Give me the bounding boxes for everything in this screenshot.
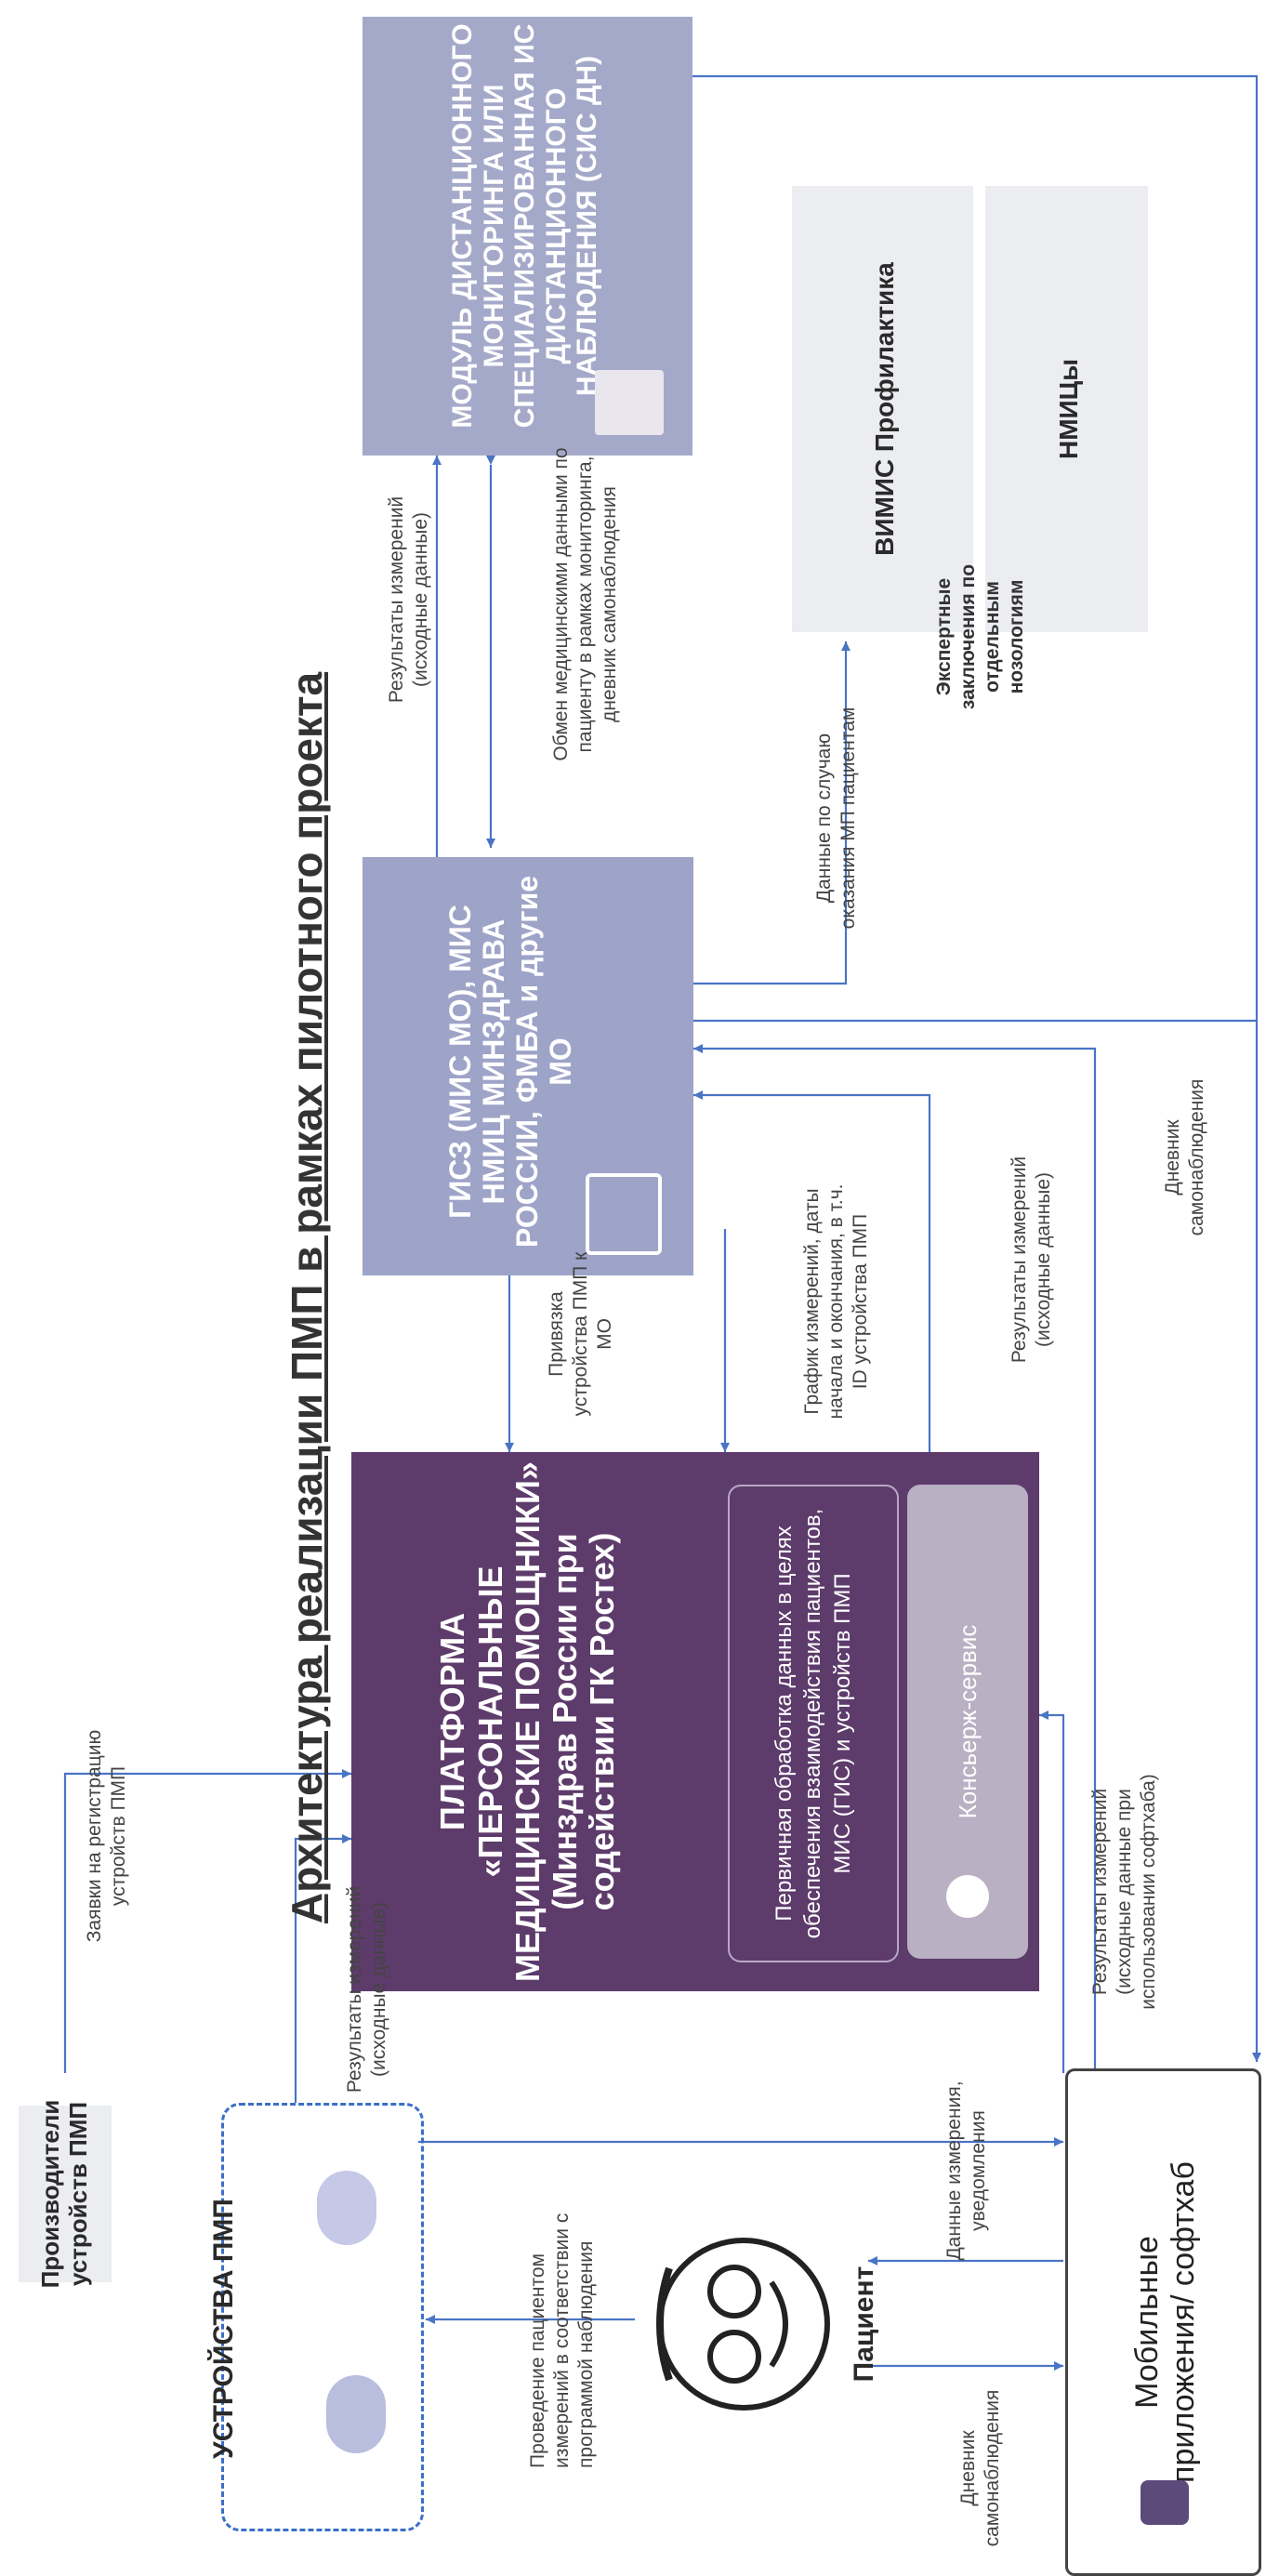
edge-reg-requests — [63, 1769, 351, 2073]
self-diary-label-2: Дневник самонаблюдения — [1161, 1078, 1207, 1236]
reg-requests-label: Заявки на регистрацию устройств ПМП — [83, 1729, 129, 1943]
sis-results-label: Результаты измерений (исходные данные) — [385, 495, 431, 704]
smartwatch-icon — [317, 2171, 376, 2245]
mobile-label: Мобильные приложения/ софтхаб — [1128, 2161, 1201, 2483]
person-icon — [946, 1875, 989, 1918]
platform-results-label: Результаты измерений (исходные данные) — [1008, 1156, 1054, 1364]
platform-title: ПЛАТФОРМА «ПЕРСОНАЛЬНЫЕ МЕДИЦИНСКИЕ ПОМО… — [433, 1461, 622, 1982]
edge-mobile-gisz — [693, 1044, 1097, 2073]
measure-data-label: Данные измерения, уведомления — [943, 2081, 989, 2261]
mobile-node: Мобильные приложения/ софтхаб — [1065, 2068, 1261, 2576]
phone-icon — [1141, 2480, 1189, 2525]
manufacturers-node: Производители устройств ПМП — [19, 2099, 112, 2289]
concierge-button[interactable]: Консьерж-сервис — [907, 1485, 1028, 1959]
gisz-node: ГИСЗ (МИС МО), МИС НМИЦ МИНЗДРАВА РОССИИ… — [363, 857, 693, 1275]
exchange-label: Обмен медицинскими данными по пациенту в… — [549, 447, 621, 761]
nmic-node: НМИЦы — [985, 186, 1148, 632]
expert-label: Экспертные заключения по отдельным нозол… — [932, 563, 1028, 710]
edge-platform-gisz — [693, 1090, 931, 1452]
patient-icon — [656, 2238, 830, 2411]
computer-icon — [586, 1173, 662, 1255]
self-diary-label-1: Дневник самонаблюдения — [956, 2389, 1003, 2547]
patient-label: Пациент — [848, 2266, 879, 2383]
edge-gisz-vimis — [693, 641, 851, 985]
processing-label: Первичная обработка данных в целях обесп… — [771, 1508, 855, 1939]
concierge-label: Консьерж-сервис — [953, 1624, 982, 1819]
patient-measure-label: Проведение пациентом измерений в соответ… — [526, 2213, 598, 2468]
schedule-label: График измерений, даты начала и окончани… — [800, 1183, 872, 1420]
nmic-label: НМИЦы — [1053, 358, 1083, 460]
devices-label: УСТРОЙСТВА ПМП — [207, 2199, 239, 2459]
vimis-node: ВИМИС Профилактика — [792, 186, 973, 632]
device-results-label: Результаты измерений (исходные данные) — [343, 1885, 389, 2094]
dashboard-icon — [595, 370, 664, 435]
vimis-label: ВИМИС Профилактика — [869, 262, 899, 556]
tonometer-icon — [326, 2375, 386, 2453]
patient-node: Пациент — [632, 2213, 879, 2436]
binding-label: Привязка устройства ПМП к МО — [545, 1251, 616, 1417]
processing-block: Первичная обработка данных в целях обесп… — [728, 1485, 899, 1962]
edge-mobile-platform — [1039, 1711, 1065, 2073]
mp-data-label: Данные по случаю оказания МП пациентам — [812, 707, 859, 930]
edge-device-results — [294, 1834, 351, 2103]
softhub-results-label: Результаты измерений (исходные данные пр… — [1088, 1774, 1160, 2010]
edge-sis-mobile — [692, 74, 1261, 2062]
manufacturers-label: Производители устройств ПМП — [36, 2099, 92, 2289]
sis-node: МОДУЛЬ ДИСТАНЦИОННОГО МОНИТОРИНГА ИЛИ СП… — [363, 17, 692, 456]
platform-node: ПЛАТФОРМА «ПЕРСОНАЛЬНЫЕ МЕДИЦИНСКИЕ ПОМО… — [351, 1452, 1039, 1991]
devices-node: УСТРОЙСТВА ПМП — [208, 2103, 424, 2531]
